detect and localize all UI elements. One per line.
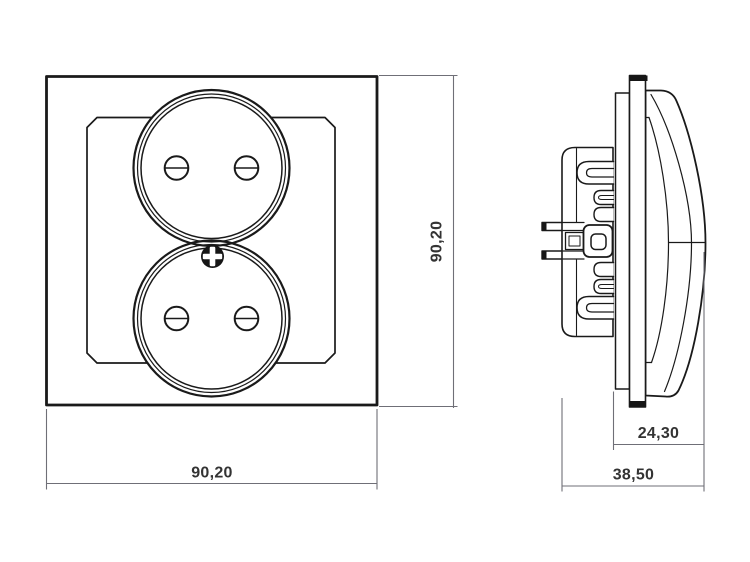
dimension-label-front-width: 90,20 (191, 465, 233, 482)
pin-holes (163, 155, 260, 332)
dimension-label-front-height: 90,20 (429, 221, 446, 263)
dimension-label-side-total-depth: 38,50 (613, 467, 655, 484)
socket-bottom-face (133, 240, 290, 397)
cover-outline (644, 89, 707, 398)
front-plate-outline (45, 75, 379, 407)
front-view (45, 75, 379, 407)
spring-hook-top (576, 160, 615, 185)
cover-profile (644, 89, 707, 398)
socket-top-face (133, 90, 290, 246)
support-frame (614, 92, 631, 390)
spring-hooks-small (593, 189, 615, 295)
dimension-side-total-depth: 38,50 (561, 252, 705, 492)
dimension-front-height: 90,20 (379, 74, 458, 408)
mounting-claw-pins (541, 221, 564, 260)
dimension-front-width: 90,20 (45, 409, 378, 490)
claw-screw-recess (590, 233, 607, 251)
wall-frame-plate (628, 74, 648, 408)
center-screw-icon (201, 245, 224, 268)
claw-screw-head (582, 224, 614, 258)
side-view (541, 74, 707, 408)
inner-frame-outline (86, 116, 336, 364)
claw-screw-assembly (562, 221, 614, 260)
dimension-side-front-depth: 24,30 (612, 391, 704, 450)
dimension-label-side-front-depth: 24,30 (638, 425, 680, 442)
spring-hook-bottom (576, 295, 615, 320)
